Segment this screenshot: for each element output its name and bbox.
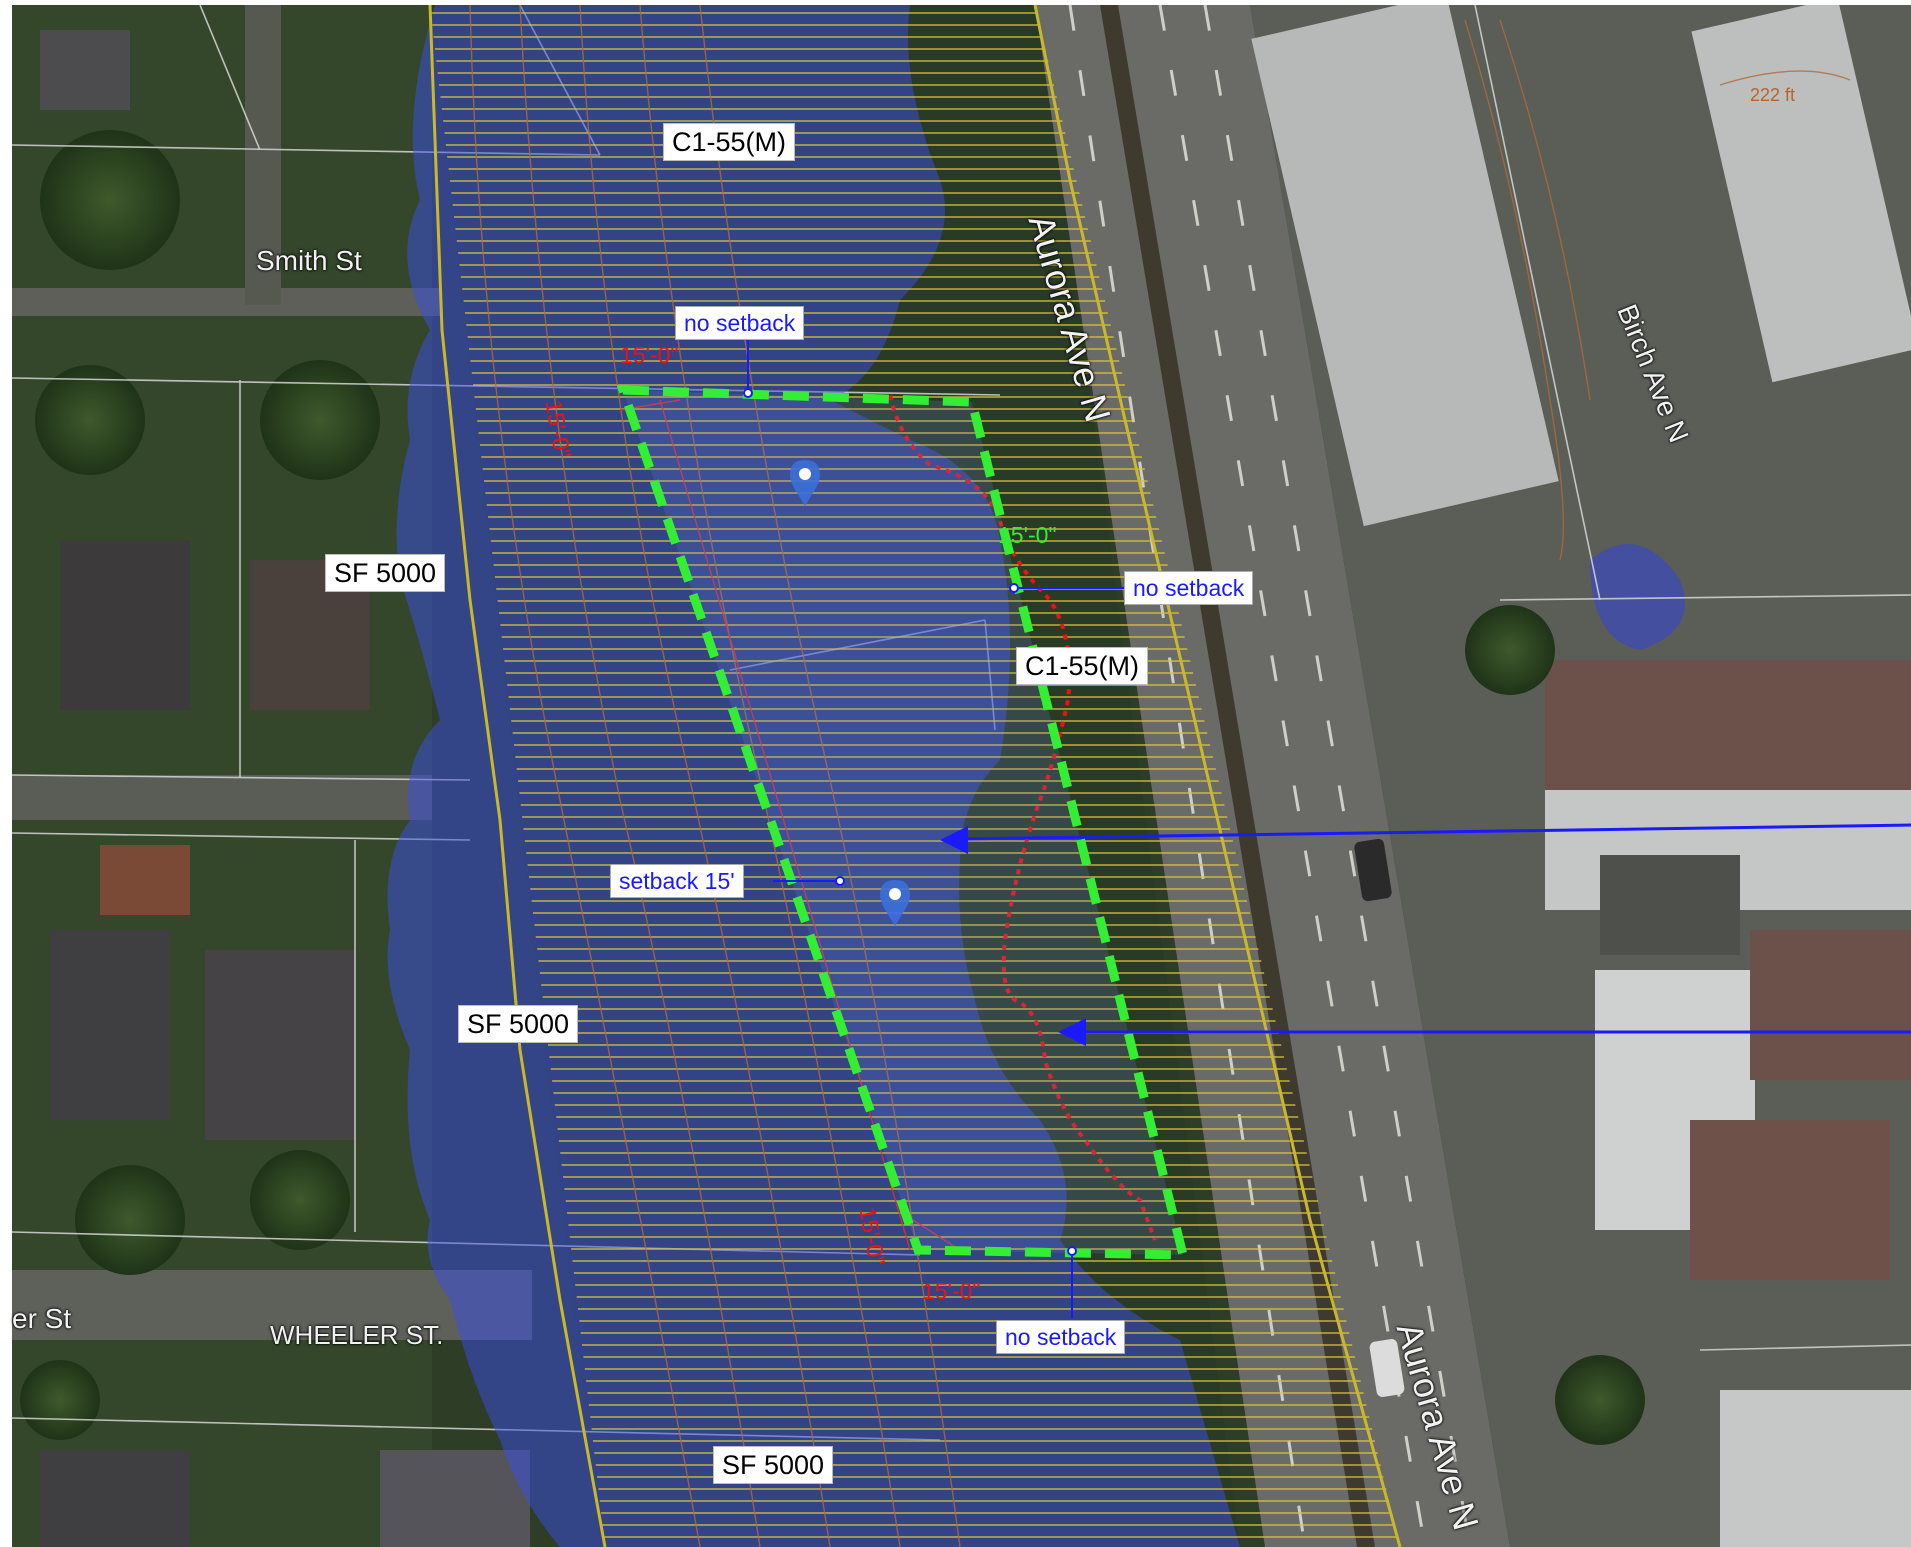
zoning-boundary-west: [428, 5, 607, 1547]
apartment-building: [1251, 5, 1559, 527]
street-label-wheeler-partial: er St: [12, 1303, 72, 1334]
pointer-arrows: [940, 823, 1911, 1046]
alley: [12, 775, 432, 820]
zone-label-sf-1: SF 5000: [325, 554, 446, 592]
commercial-roof-brown: [1690, 1120, 1890, 1280]
car: [1369, 1339, 1405, 1397]
dimension-top-horizontal: 15'-0": [620, 342, 679, 368]
tree: [75, 1165, 185, 1275]
house: [40, 1450, 190, 1547]
contour-label: 222 ft: [1750, 85, 1796, 105]
house: [100, 845, 190, 915]
overlay-blob-east: [1590, 544, 1685, 650]
tree: [20, 1360, 100, 1440]
callout-no-setback-top: no setback: [675, 306, 805, 340]
townhouse-row: [1691, 5, 1911, 383]
commercial-roof-brown: [1750, 930, 1911, 1080]
zoning-boundary-east: [1033, 5, 1402, 1547]
site-boundary: [616, 385, 1189, 1260]
tree: [35, 365, 145, 475]
zone-label-sf-2: SF 5000: [458, 1005, 579, 1043]
dimension-bottom-horizontal: 15'-0": [922, 1278, 981, 1304]
street-label-smith: Smith St: [256, 245, 362, 276]
callout-anchors: [743, 388, 1077, 1256]
car: [1354, 838, 1392, 902]
parking-lot: [1600, 855, 1740, 955]
contour-lines: [469, 5, 1851, 1547]
street-label-wheeler: WHEELER ST.: [270, 1320, 444, 1350]
callout-leaders: [747, 338, 1132, 1318]
zone-label-c1-mid: C1-55(M): [1016, 647, 1149, 685]
smith-street-road: [12, 288, 442, 316]
tree: [40, 130, 180, 270]
map-pin-icon[interactable]: [790, 460, 820, 508]
callout-no-setback-bottom: no setback: [996, 1320, 1126, 1354]
commercial-building: [1720, 1390, 1911, 1547]
dimension-right: 15'-0": [998, 522, 1057, 548]
callout-setback-15: setback 15': [610, 864, 744, 898]
tree: [1555, 1355, 1645, 1445]
side-road: [245, 5, 281, 305]
house: [50, 930, 170, 1120]
house: [40, 30, 130, 110]
tree: [260, 360, 380, 480]
house: [60, 540, 190, 710]
tree: [250, 1150, 350, 1250]
house: [380, 1450, 530, 1547]
setback-line: [888, 394, 1157, 1241]
tree: [1465, 605, 1555, 695]
zone-label-c1-top: C1-55(M): [663, 123, 796, 161]
aurora-ave-road: [1035, 5, 1510, 1547]
house: [205, 950, 355, 1140]
zone-label-sf-3: SF 5000: [713, 1446, 834, 1484]
callout-no-setback-right: no setback: [1124, 571, 1254, 605]
map-pin-icon[interactable]: [880, 880, 910, 928]
commercial-roof-brown: [1545, 660, 1911, 790]
